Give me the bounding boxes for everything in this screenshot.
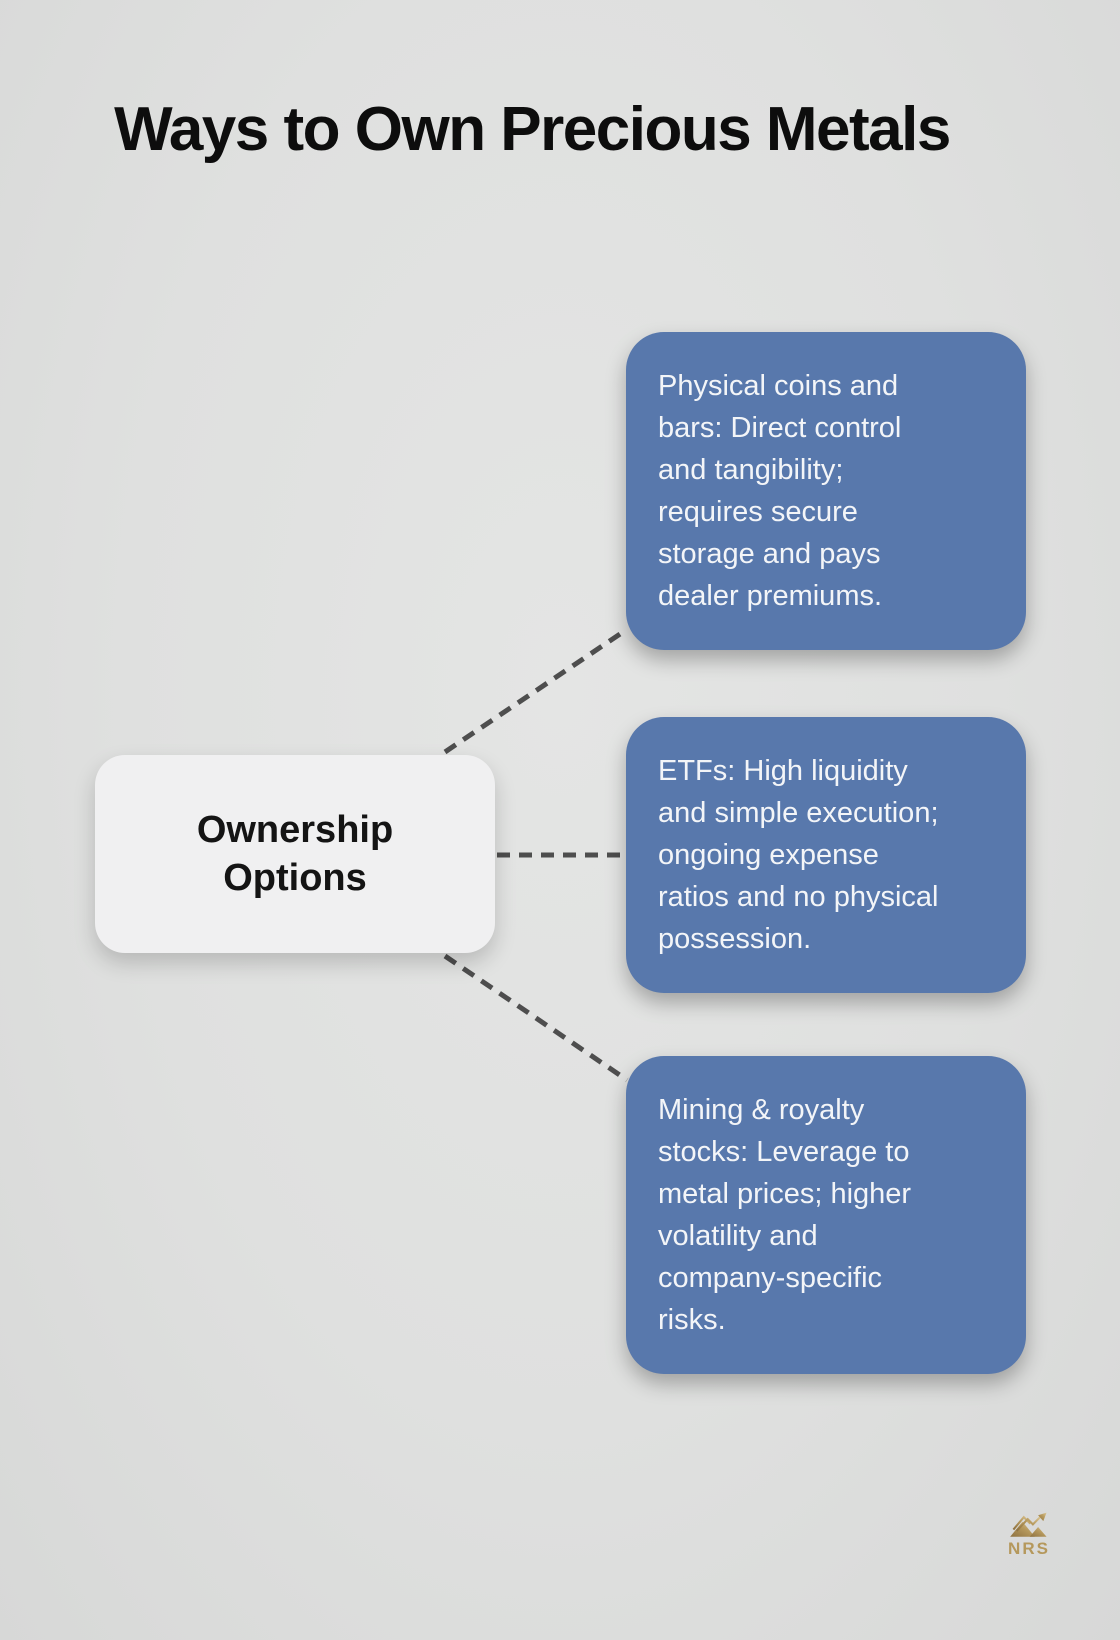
root-node-label: Ownership Options [196,809,394,899]
branch-card-text: ETFs: High liquidity and simple executio… [658,755,939,955]
branch-card-physical-coins: Physical coins and bars: Direct control … [626,332,1026,650]
connector-bottom [443,953,629,1083]
root-node-ownership-options: Ownership Options [95,755,495,953]
logo-text: NRS [1008,1539,1050,1558]
branch-card-text: Mining & royalty stocks: Leverage to met… [658,1094,912,1336]
connector-top [443,627,628,755]
branch-card-text: Physical coins and bars: Direct control … [658,370,902,612]
page-title: Ways to Own Precious Metals [114,95,951,164]
branch-card-mining-stocks: Mining & royalty stocks: Leverage to met… [626,1056,1026,1374]
branch-card-etfs: ETFs: High liquidity and simple executio… [626,717,1026,993]
nrs-logo: NRS [1000,1512,1058,1559]
mountain-arrow-icon [1000,1512,1058,1538]
